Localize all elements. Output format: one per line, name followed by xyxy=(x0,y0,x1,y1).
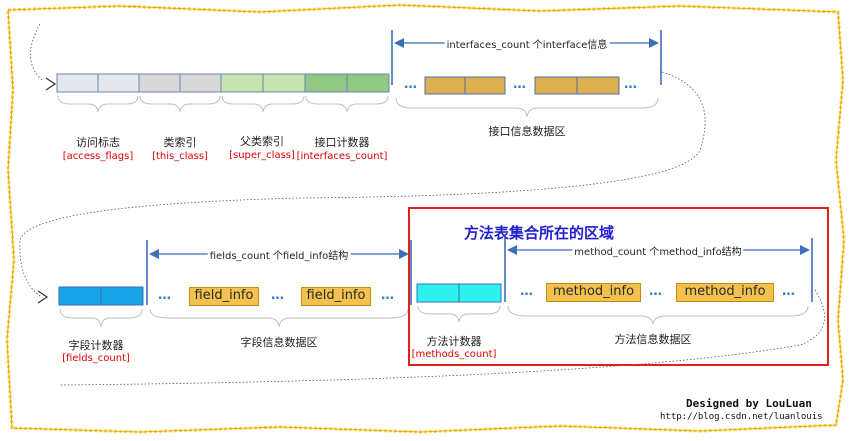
row2-braces xyxy=(59,305,809,328)
super-class-bytes xyxy=(220,73,306,93)
fields-dots-left: … xyxy=(158,288,172,303)
interfaces-area-label: 接口信息数据区 xyxy=(488,125,566,138)
methods-area-label: 方法信息数据区 xyxy=(614,333,692,346)
access-flags-bytes xyxy=(56,73,140,93)
super-class-label: 父类索引 xyxy=(240,135,284,148)
flow-connector-top xyxy=(30,23,43,81)
highlight-title: 方法表集合所在的区域 xyxy=(464,224,615,242)
interfaces-count-label: 接口计数器 xyxy=(314,136,370,149)
fields-count-label: 字段计数器 xyxy=(68,339,124,352)
methods-span-label: method_count 个method_info结构 xyxy=(572,243,744,258)
interfaces-count-field: [interfaces_count] xyxy=(296,151,388,162)
methods-count-field: [methods_count] xyxy=(411,349,497,360)
this-class-bytes xyxy=(138,73,222,93)
flow-connector-middle xyxy=(19,71,706,297)
field-info-item-2: field_info xyxy=(301,287,371,306)
fields-count-bytes xyxy=(58,286,144,306)
row1-entry-arrow xyxy=(45,77,57,91)
access-flags-field: [access_flags] xyxy=(62,151,134,162)
super-class-field: [super_class] xyxy=(229,150,295,161)
this-class-label: 类索引 xyxy=(163,136,197,149)
method-info-item-2: method_info xyxy=(676,283,774,302)
fields-dots-middle: … xyxy=(271,288,285,303)
fields-span-label: fields_count 个field_info结构 xyxy=(207,247,351,262)
interfaces-dots-middle: … xyxy=(513,77,527,92)
methods-highlight-box xyxy=(408,207,829,366)
interfaces-count-bytes xyxy=(304,73,390,93)
row1-braces xyxy=(57,95,659,118)
method-info-item-1: method_info xyxy=(546,283,641,302)
methods-count-label: 方法计数器 xyxy=(426,335,482,348)
methods-dots-middle: … xyxy=(649,284,663,299)
field-info-item-1: field_info xyxy=(189,287,259,306)
methods-count-bytes xyxy=(416,283,502,303)
methods-dots-right: … xyxy=(782,284,796,299)
torn-paper-border xyxy=(5,3,846,434)
access-flags-label: 访问标志 xyxy=(76,136,120,149)
interface-item-2 xyxy=(534,76,620,95)
row2-entry-arrow xyxy=(37,290,49,304)
methods-dots-left: … xyxy=(520,284,534,299)
interface-item-1 xyxy=(424,76,506,95)
fields-count-field: [fields_count] xyxy=(62,353,130,364)
interfaces-span-label: interfaces_count 个interface信息 xyxy=(444,36,610,51)
fields-dots-right: … xyxy=(381,288,395,303)
designer-credit: Designed by LouLuan xyxy=(686,397,812,410)
interfaces-dots-left: … xyxy=(404,77,418,92)
this-class-field: [this_class] xyxy=(152,151,208,162)
interfaces-dots-right: … xyxy=(624,77,638,92)
border-outline xyxy=(6,4,845,433)
blog-url: http://blog.csdn.net/luanlouis xyxy=(660,412,823,422)
fields-area-label: 字段信息数据区 xyxy=(240,336,318,349)
